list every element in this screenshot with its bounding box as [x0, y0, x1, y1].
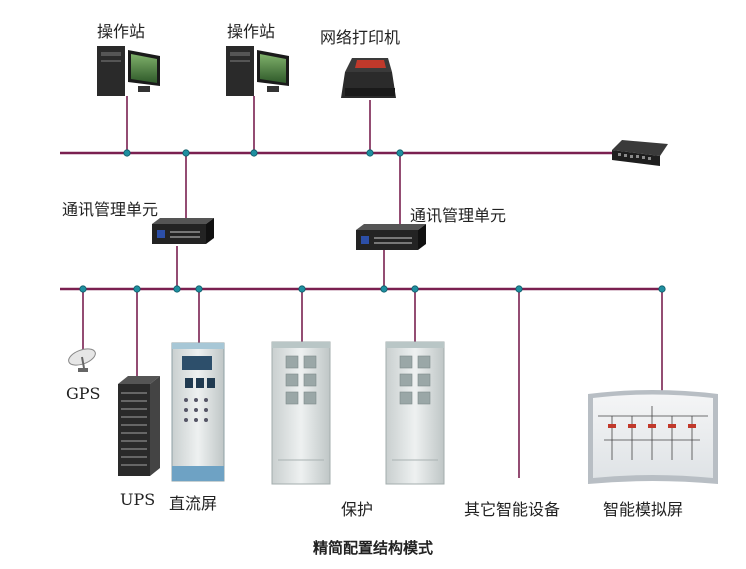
mimic-screen-icon	[588, 390, 718, 484]
protection-cabinet-2-icon	[385, 341, 445, 485]
op-station-2-label: 操作站	[227, 22, 276, 41]
network-printer-label: 网络打印机	[320, 28, 401, 47]
protection-label: 保护	[341, 500, 374, 519]
gps-antenna-icon	[68, 348, 96, 372]
mimic-screen-label: 智能模拟屏	[603, 500, 684, 519]
comm-unit-2-icon	[356, 224, 426, 250]
diagram-caption: 精简配置结构模式	[312, 539, 433, 557]
network-switch-icon	[612, 140, 668, 166]
gps-label: GPS	[66, 384, 101, 403]
dc-panel-cabinet-icon	[171, 342, 225, 482]
comm-unit-1-icon	[152, 218, 214, 244]
operator-station-1-icon	[97, 46, 160, 96]
ups-label: UPS	[120, 490, 156, 509]
dc-panel-label: 直流屏	[169, 494, 218, 513]
operator-station-2-icon	[226, 46, 289, 96]
comm-unit-2-label: 通讯管理单元	[410, 206, 507, 225]
protection-cabinet-1-icon	[271, 341, 331, 485]
bus-connectors	[79, 149, 666, 293]
connection-lines	[82, 96, 663, 478]
op-station-1-label: 操作站	[97, 22, 146, 41]
network-printer-icon	[341, 58, 396, 98]
comm-unit-1-label: 通讯管理单元	[62, 200, 159, 219]
ups-cabinet-icon	[118, 376, 160, 476]
other-devices-label: 其它智能设备	[464, 500, 561, 519]
